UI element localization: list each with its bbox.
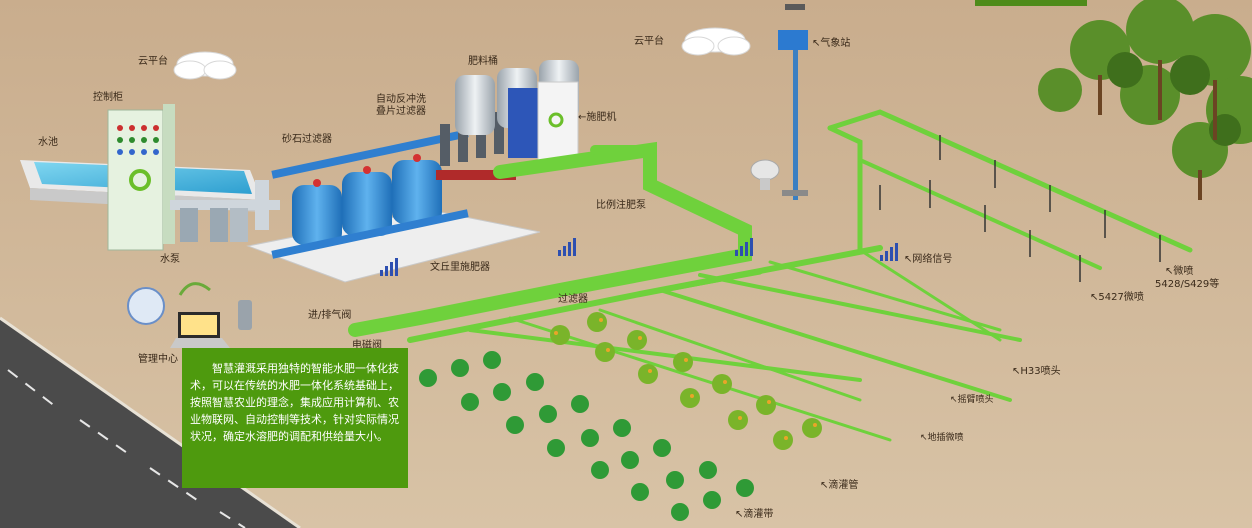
venturi-label: 文丘里施肥器 xyxy=(430,262,490,273)
micro-spray-models-label: 5428/S429等 xyxy=(1155,279,1220,290)
sand-filter-tanks xyxy=(271,129,469,259)
filter-label: 过滤器 xyxy=(558,294,588,305)
road-edge xyxy=(0,316,301,528)
micro-5427-label: ↖5427微喷 xyxy=(1090,292,1144,303)
control-cabinet xyxy=(107,104,175,251)
drip-tape-label: ↖滴灌带 xyxy=(735,509,774,520)
management-center-label: 管理中心 xyxy=(138,354,178,365)
ground-micro-label: ↖地插微喷 xyxy=(920,433,964,443)
air-valve-label: 进/排气阀 xyxy=(308,310,352,321)
fertilizer-machine-label: ←施肥机 xyxy=(578,112,617,123)
vegetable-plants xyxy=(419,351,754,521)
weather-station-label: ↖气象站 xyxy=(812,38,851,49)
cloud-right-icon xyxy=(681,27,751,56)
fert-tank-label: 肥料桶 xyxy=(468,56,498,67)
proportional-pump-label: 比例注肥泵 xyxy=(596,200,646,211)
road-dashes xyxy=(7,369,246,528)
cloud-left-label: 云平台 xyxy=(138,56,168,67)
network-signal-label: ↖网络信号 xyxy=(904,254,953,265)
main-pipes xyxy=(348,109,1193,442)
management-center-icons xyxy=(127,282,252,348)
pool-label: 水池 xyxy=(38,137,58,148)
rocker-spray-label: ↖摇臂喷头 xyxy=(950,395,994,405)
forest xyxy=(1038,0,1252,200)
solenoid-valve-label: 电磁阀 xyxy=(352,340,382,351)
pump-label: 水泵 xyxy=(160,254,180,265)
description-box: 智慧灌溉采用独特的智能水肥一体化技术，可以在传统的水肥一体化系统基础上，按照智慧… xyxy=(182,348,408,488)
backwash-filter-label: 自动反冲洗 叠片过滤器 xyxy=(376,94,426,117)
orchard-trees xyxy=(550,312,822,450)
micro-spray-label: ↖微喷 xyxy=(1165,266,1194,277)
pump-group xyxy=(170,180,280,242)
micro-spray-heads xyxy=(879,135,1161,282)
fertilizer-machine xyxy=(508,81,579,161)
weather-station xyxy=(778,4,808,200)
cloud-right-label: 云平台 xyxy=(634,36,664,47)
disc-filter-group xyxy=(436,112,516,180)
drip-pipe-label: ↖滴灌管 xyxy=(820,480,859,491)
control-cabinet-label: 控制柜 xyxy=(93,92,123,103)
sand-filter-label: 砂石过滤器 xyxy=(282,134,332,145)
description-text: 智慧灌溉采用独特的智能水肥一体化技术，可以在传统的水肥一体化系统基础上，按照智慧… xyxy=(190,362,399,443)
top-banner xyxy=(975,0,1087,6)
h33-spray-label: ↖H33喷头 xyxy=(1012,366,1061,377)
satellite-dish-icon xyxy=(750,159,780,190)
signal-bars-icon xyxy=(380,238,898,276)
cloud-left-icon xyxy=(173,51,237,80)
